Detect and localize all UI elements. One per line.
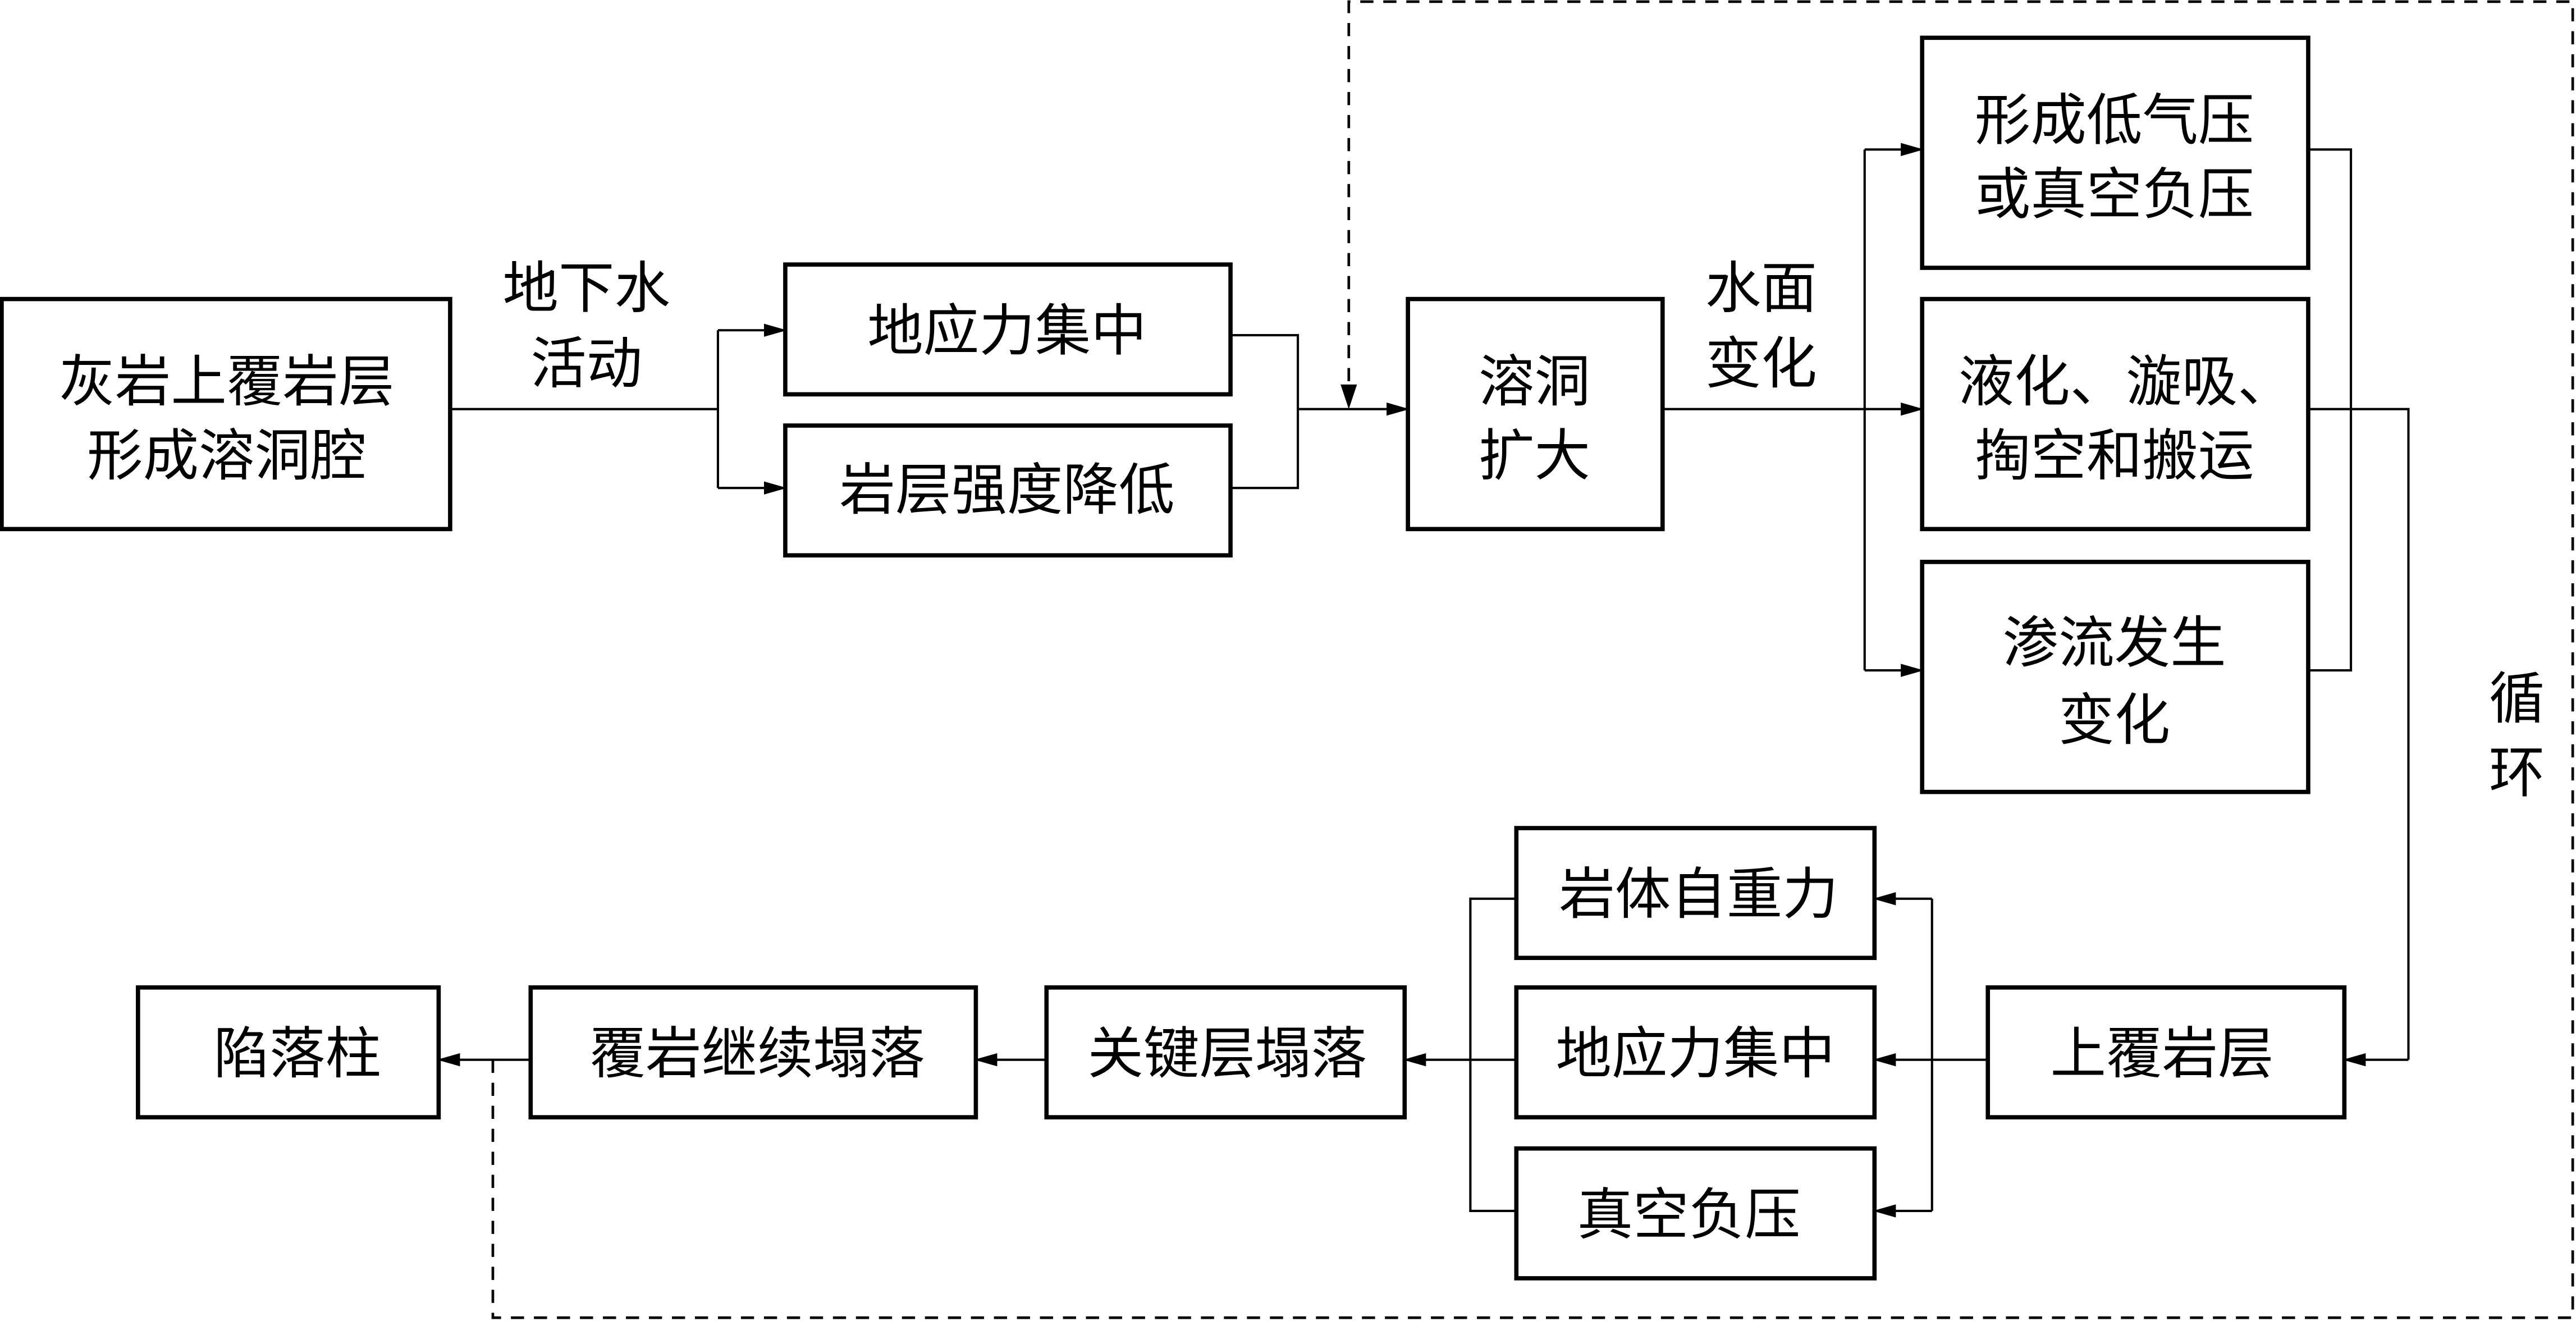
node-strength-reduction: 岩层强度降低 [783, 423, 1233, 558]
node-text: 关键层塌落 [1087, 1022, 1367, 1086]
node-text: 岩层强度降低 [840, 458, 1175, 523]
node-stress-concentration-top: 地应力集中 [783, 262, 1233, 397]
connector-to-overlying [2308, 408, 2410, 1060]
edge-label-text: 活动 [530, 332, 642, 396]
connector-left-bracket [1469, 897, 1517, 1212]
node-text: 上覆岩层 [2050, 1022, 2273, 1086]
node-text: 灰岩上覆岩层 [59, 350, 394, 414]
node-vacuum-negative-pressure: 真空负压 [1514, 1146, 1877, 1281]
label-groundwater-activity: 地下水 活动 [503, 256, 671, 396]
node-text: 掏空和搬运 [1975, 424, 2254, 488]
node-collapse-column: 陷落柱 [136, 985, 441, 1119]
edge-label-text: 水面 [1705, 256, 1817, 321]
node-stress-concentration-bottom: 地应力集中 [1514, 985, 1877, 1119]
node-cavity-expansion: 溶洞 扩大 [1406, 296, 1665, 532]
node-text: 覆岩继续塌落 [590, 1022, 925, 1086]
node-key-layer-collapse: 关键层塌落 [1044, 985, 1407, 1119]
node-text: 扩大 [1479, 424, 1590, 488]
node-text: 岩体自重力 [1559, 862, 1838, 927]
node-text: 陷落柱 [213, 1022, 381, 1086]
edge-label-text: 变化 [1705, 332, 1817, 396]
node-liquefaction: 液化、漩吸、 掏空和搬运 [1920, 296, 2310, 532]
label-cycle: 循 环 [2489, 667, 2545, 806]
edge-label-text: 环 [2489, 741, 2545, 806]
node-text: 变化 [2058, 688, 2170, 753]
label-water-surface-change: 水面 变化 [1705, 256, 1817, 396]
node-text: 形成溶洞腔 [87, 424, 367, 488]
edge-label-text: 地下水 [503, 256, 671, 321]
node-text: 渗流发生 [2003, 611, 2226, 675]
node-text: 真空负压 [1577, 1183, 1801, 1247]
node-overlying-strata: 上覆岩层 [1985, 985, 2347, 1119]
node-low-pressure: 形成低气压 或真空负压 [1920, 35, 2310, 270]
connectors [437, 143, 2410, 1218]
node-overburden-continued-collapse: 覆岩继续塌落 [528, 985, 978, 1119]
node-text: 形成低气压 [1975, 89, 2254, 153]
connector-merge-bracket [1230, 333, 1300, 490]
node-seepage-change: 渗流发生 变化 [1920, 560, 2310, 794]
node-text: 地应力集中 [1556, 1022, 1836, 1086]
node-karst-cavity: 灰岩上覆岩层 形成溶洞腔 [0, 296, 452, 532]
cycle-arrowhead [1340, 384, 1357, 409]
node-text: 或真空负压 [1975, 162, 2254, 227]
node-rock-self-weight: 岩体自重力 [1514, 826, 1877, 961]
node-text: 溶洞 [1479, 350, 1590, 414]
edge-label-text: 循 [2489, 667, 2545, 732]
cycle-loop-dashed [491, 0, 2574, 1319]
node-text: 地应力集中 [867, 299, 1147, 363]
node-text: 液化、漩吸、 [1959, 350, 2294, 414]
